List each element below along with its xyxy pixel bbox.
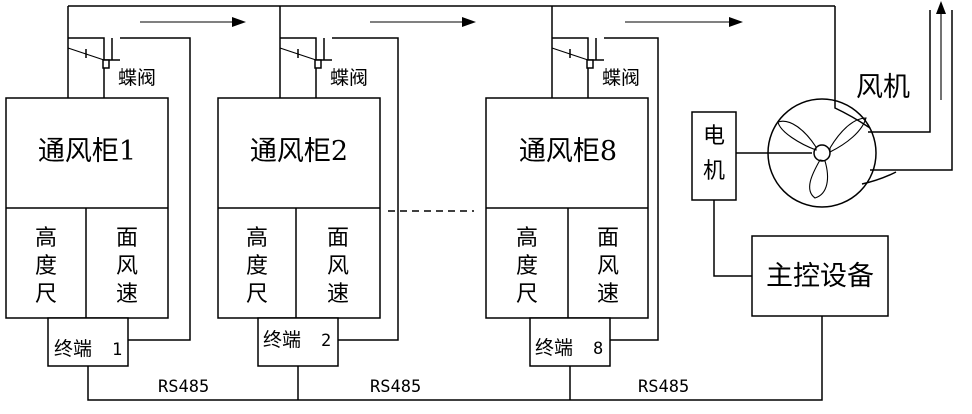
butterfly-valve-icon xyxy=(586,59,594,69)
motor-label: 机 xyxy=(703,159,725,184)
fan-hub xyxy=(813,144,831,162)
terminal-label: 终端 xyxy=(54,338,92,360)
fan: 风机 xyxy=(767,72,910,208)
bus-label: RS485 xyxy=(158,377,209,397)
fume-hood-name: 通风柜2 xyxy=(250,136,348,167)
fume-hood-name: 通风柜8 xyxy=(519,136,617,167)
height-gauge-label: 度 xyxy=(35,254,57,279)
valve-label: 蝶阀 xyxy=(118,67,156,89)
flow-arrow xyxy=(370,17,476,27)
motor-box xyxy=(691,111,737,201)
bus-label: RS485 xyxy=(638,377,689,397)
height-gauge-label: 尺 xyxy=(35,282,57,307)
butterfly-valve-icon xyxy=(314,59,322,69)
flow-arrow xyxy=(140,17,246,27)
main-controller-box xyxy=(751,235,889,317)
terminal-box xyxy=(257,317,339,367)
face-velocity-label: 面 xyxy=(597,226,619,251)
valve-label: 蝶阀 xyxy=(602,67,640,89)
height-gauge-label: 度 xyxy=(516,254,538,279)
valve-label: 蝶阀 xyxy=(330,67,368,89)
height-gauge-label: 高 xyxy=(516,226,538,251)
face-velocity-label: 风 xyxy=(116,254,138,279)
terminal-box xyxy=(47,317,129,367)
cabinet-1: 蝶阀 通风柜1 高 度 尺 面 风 速 终端 1 xyxy=(5,6,191,367)
height-gauge-label: 尺 xyxy=(516,282,538,307)
fan-label: 风机 xyxy=(856,72,910,103)
main-controller-label: 主控设备 xyxy=(766,261,874,292)
flow-arrow xyxy=(625,17,743,27)
main-controller: 主控设备 xyxy=(751,235,889,317)
height-gauge-label: 高 xyxy=(35,226,57,251)
fume-hood-name: 通风柜1 xyxy=(38,136,136,167)
fan-blades-icon xyxy=(777,117,867,199)
face-velocity-label: 风 xyxy=(597,254,619,279)
cabinet-8: 蝶阀 通风柜8 高 度 尺 面 风 速 终端 8 xyxy=(485,6,659,367)
face-velocity-label: 速 xyxy=(597,282,619,307)
motor-label: 电 xyxy=(703,124,725,149)
terminal-label: 终端 xyxy=(263,329,301,351)
motor-control-wire xyxy=(713,200,752,277)
height-gauge-label: 度 xyxy=(246,254,268,279)
face-velocity-label: 速 xyxy=(327,282,349,307)
flow-arrows xyxy=(140,1,946,100)
butterfly-valve-icon xyxy=(102,59,110,69)
exhaust-duct xyxy=(68,5,953,185)
fan-housing xyxy=(767,98,877,208)
face-velocity-label: 面 xyxy=(116,226,138,251)
terminal-number: 2 xyxy=(321,331,331,351)
face-velocity-label: 速 xyxy=(116,282,138,307)
bus-label: RS485 xyxy=(370,377,421,397)
face-velocity-label: 风 xyxy=(327,254,349,279)
motor: 电 机 xyxy=(691,111,812,277)
height-gauge-label: 高 xyxy=(246,226,268,251)
cabinet-2: 蝶阀 通风柜2 高 度 尺 面 风 速 终端 2 xyxy=(217,6,399,367)
terminal-number: 1 xyxy=(112,340,122,360)
rs485-bus: RS485 RS485 RS485 xyxy=(87,316,823,401)
exhaust-arrow-up-icon xyxy=(936,1,946,100)
face-velocity-label: 面 xyxy=(327,226,349,251)
height-gauge-label: 尺 xyxy=(246,282,268,307)
terminal-number: 8 xyxy=(593,339,603,359)
terminal-label: 终端 xyxy=(535,337,573,359)
